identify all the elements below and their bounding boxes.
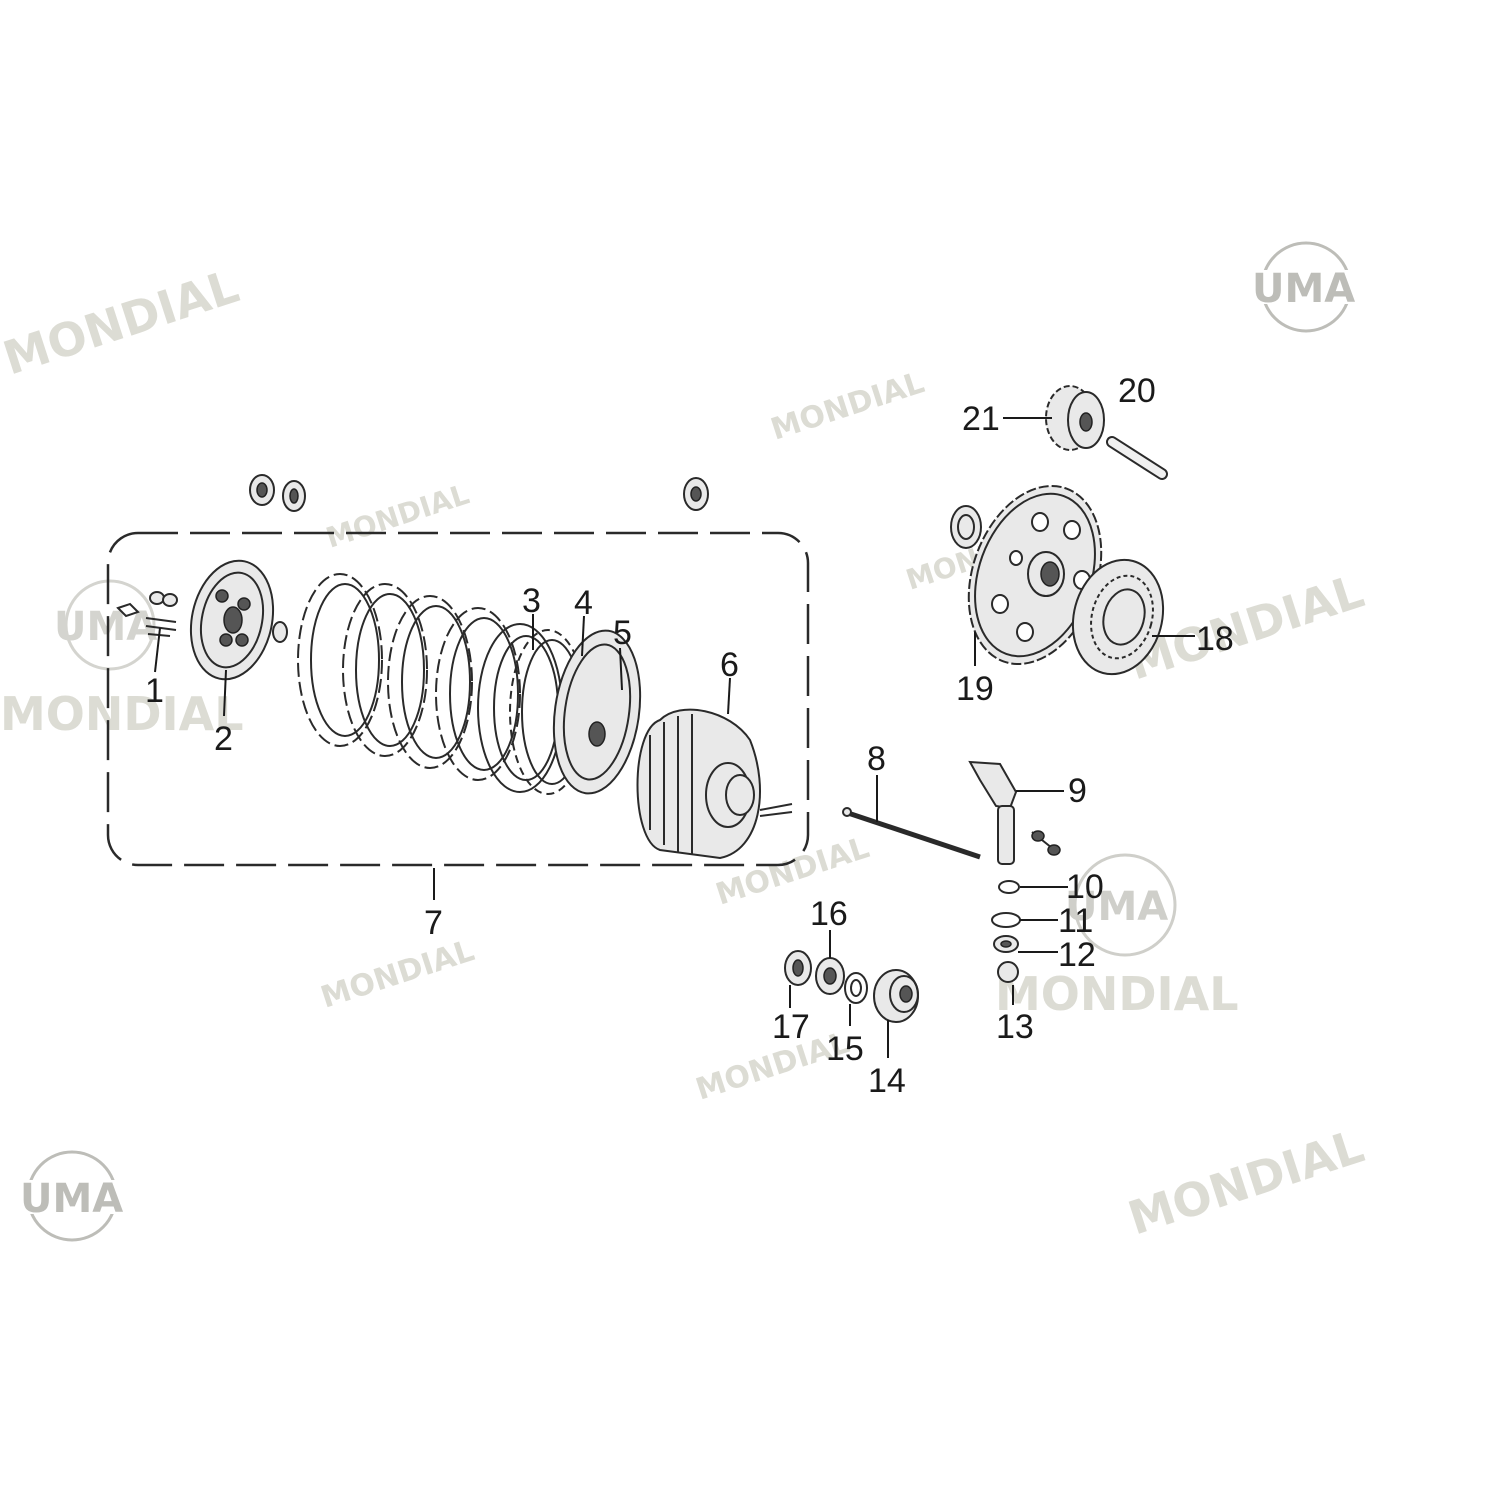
watermark-mondial: MONDIAL bbox=[1122, 1119, 1370, 1246]
callout-12: 12 bbox=[1058, 936, 1096, 974]
uma-logo-left: UMA bbox=[54, 579, 157, 671]
callout-19: 19 bbox=[956, 670, 994, 708]
callout-15: 15 bbox=[826, 1030, 864, 1068]
callout-9: 9 bbox=[1068, 772, 1087, 810]
callout-2: 2 bbox=[214, 720, 233, 758]
watermark-mondial: MONDIAL bbox=[0, 259, 245, 386]
release-lever bbox=[968, 760, 1061, 865]
callout-7: 7 bbox=[424, 904, 443, 942]
uma-logo-text: UMA bbox=[1065, 884, 1168, 930]
callout-20: 20 bbox=[1118, 372, 1156, 410]
nut-top-right bbox=[683, 477, 709, 511]
callout-4: 4 bbox=[574, 584, 593, 622]
idle-gear-shaft bbox=[1106, 436, 1168, 480]
uma-logo-right: UMA bbox=[1065, 853, 1177, 957]
push-rod bbox=[842, 807, 981, 860]
pressure-plate bbox=[189, 559, 288, 681]
callout-1: 1 bbox=[145, 672, 164, 710]
uma-logo-text: UMA bbox=[54, 604, 157, 650]
uma-logo-bottomleft: UMA bbox=[18, 1150, 130, 1242]
callout-labels: 1 2 3 4 5 6 7 8 9 10 11 12 13 14 15 16 1… bbox=[145, 372, 1234, 1100]
callout-10: 10 bbox=[1066, 868, 1104, 906]
uma-logo-topright: UMA bbox=[1250, 241, 1362, 333]
callout-14: 14 bbox=[868, 1062, 906, 1100]
watermark-mondial: MONDIAL bbox=[0, 687, 244, 741]
callout-5: 5 bbox=[613, 614, 632, 652]
clutch-plate-stack bbox=[297, 573, 521, 781]
callout-3: 3 bbox=[522, 582, 541, 620]
clutch-center bbox=[552, 629, 642, 795]
uma-logo-text: UMA bbox=[20, 1176, 123, 1222]
watermark-mondial: MONDIAL bbox=[995, 967, 1239, 1021]
callout-18: 18 bbox=[1196, 620, 1234, 658]
leader-lines bbox=[154, 417, 1195, 1058]
bearing-seal-set bbox=[784, 950, 919, 1023]
callout-6: 6 bbox=[720, 646, 739, 684]
clutch-assembly-outline bbox=[106, 531, 810, 867]
callout-11: 11 bbox=[1058, 902, 1093, 940]
lever-washer-stack bbox=[991, 880, 1021, 983]
callout-17: 17 bbox=[772, 1008, 810, 1046]
watermark-mondial: MONDIAL bbox=[322, 477, 473, 554]
starter-idle-gear bbox=[1045, 385, 1105, 451]
callout-21: 21 bbox=[962, 400, 1000, 438]
friction-plate bbox=[477, 623, 563, 793]
callout-16: 16 bbox=[810, 895, 848, 933]
clutch-outer-housing bbox=[636, 708, 793, 860]
nut-pair-top bbox=[249, 474, 306, 512]
one-way-clutch bbox=[1071, 558, 1165, 676]
callout-8: 8 bbox=[867, 740, 886, 778]
callout-13: 13 bbox=[996, 1008, 1034, 1046]
starter-oil-seal bbox=[950, 505, 982, 549]
clutch-bolts-springs bbox=[116, 591, 178, 637]
watermark-mondial: MONDIAL bbox=[317, 933, 479, 1015]
starter-driven-gear bbox=[967, 484, 1103, 666]
uma-logo-text: UMA bbox=[1252, 266, 1355, 312]
watermark-mondial: MONDIAL bbox=[767, 365, 929, 447]
